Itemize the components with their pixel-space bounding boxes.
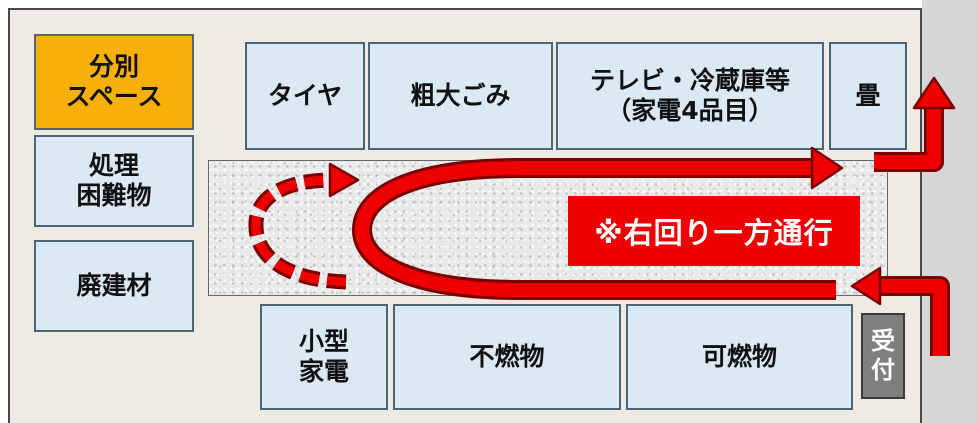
dashed-loop-arrowhead (328, 162, 360, 198)
loop-arrowhead (810, 146, 844, 190)
area-tatami: 畳 (829, 42, 907, 150)
exit-path (874, 108, 944, 172)
area-sorting-space: 分別 スペース (34, 34, 194, 130)
area-demolition-materials: 廃建材 (34, 240, 194, 332)
area-small-appliances: 小型 家電 (260, 304, 388, 410)
one-way-notice: ※右回り一方通行 (568, 196, 860, 266)
entry-path (878, 276, 950, 356)
exit-arrowhead (912, 76, 956, 110)
entry-arrowhead (850, 266, 882, 306)
area-oversized-waste: 粗大ごみ (368, 42, 553, 150)
area-appliances-four: テレビ・冷蔵庫等 （家電4品目） (556, 42, 824, 150)
area-tires: タイヤ (245, 42, 365, 150)
area-hard-to-process: 処理 困難物 (34, 135, 194, 227)
area-non-combustible: 不燃物 (393, 304, 621, 410)
reception-booth: 受 付 (861, 313, 905, 399)
area-combustible: 可燃物 (626, 304, 853, 410)
